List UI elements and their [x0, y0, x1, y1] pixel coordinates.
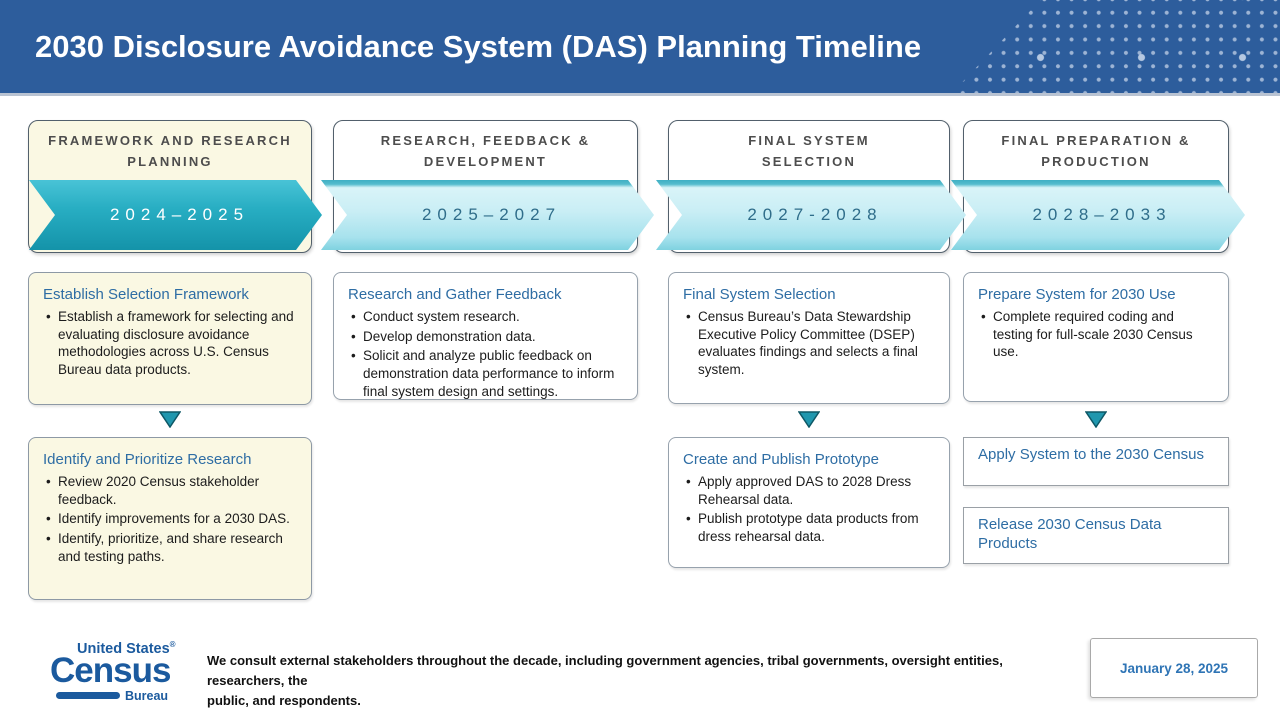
task-heading: Establish Selection Framework: [43, 286, 249, 303]
task-heading: Apply System to the 2030 Census: [978, 446, 1204, 463]
task-bullet: Apply approved DAS to 2028 Dress Rehears…: [683, 473, 935, 509]
task-box: Create and Publish Prototype Apply appro…: [668, 437, 950, 568]
logo-bar-decoration: [56, 692, 120, 700]
task-heading: Prepare System for 2030 Use: [978, 286, 1176, 303]
phase-title: RESEARCH, FEEDBACK & DEVELOPMENT: [380, 133, 591, 169]
task-bullets: Census Bureau’s Data Stewardship Executi…: [683, 308, 935, 379]
header-bar: 2030 Disclosure Avoidance System (DAS) P…: [0, 0, 1280, 96]
dot-pattern-decoration: [952, 0, 1280, 93]
task-bullet: Publish prototype data products from dre…: [683, 510, 935, 546]
timeline-column-selection: FINAL SYSTEM SELECTION 2027-2028 Final S…: [668, 120, 950, 660]
task-bullets: Conduct system research. Develop demonst…: [348, 308, 623, 401]
logo-united-states: United States®: [77, 640, 176, 657]
task-heading: Create and Publish Prototype: [683, 451, 879, 468]
phase-title: FRAMEWORK AND RESEARCH PLANNING: [48, 133, 292, 169]
phase-years: 2027-2028: [747, 205, 883, 224]
task-bullet: Identify, prioritize, and share research…: [43, 530, 297, 566]
slide-date: January 28, 2025: [1119, 660, 1229, 676]
phase-years: 2024–2025: [109, 205, 250, 224]
task-bullet: Solicit and analyze public feedback on d…: [348, 347, 623, 400]
task-bullets: Establish a framework for selecting and …: [43, 308, 297, 379]
registered-trademark-icon: ®: [169, 640, 176, 649]
stakeholder-note: We consult external stakeholders through…: [207, 653, 1003, 709]
task-heading: Release 2030 Census Data Products: [978, 516, 1162, 552]
task-box: Research and Gather Feedback Conduct sys…: [333, 272, 638, 400]
task-box: Prepare System for 2030 Use Complete req…: [963, 272, 1229, 402]
phase-years: 2025–2027: [421, 205, 562, 224]
task-bullet: Establish a framework for selecting and …: [43, 308, 297, 379]
task-box: Release 2030 Census Data Products: [963, 507, 1229, 564]
task-bullet: Census Bureau’s Data Stewardship Executi…: [683, 308, 935, 379]
date-box: January 28, 2025: [1090, 638, 1258, 698]
task-bullet: Identify improvements for a 2030 DAS.: [43, 510, 297, 528]
task-heading: Identify and Prioritize Research: [43, 451, 252, 468]
task-heading: Final System Selection: [683, 286, 836, 303]
phase-title: FINAL SYSTEM SELECTION: [748, 133, 870, 169]
phase-years: 2028–2033: [1032, 205, 1172, 224]
task-box: Identify and Prioritize Research Review …: [28, 437, 312, 600]
logo-bureau-row: Bureau: [56, 689, 178, 703]
census-bureau-logo: United States® Census Bureau: [50, 640, 178, 703]
task-box: Establish Selection Framework Establish …: [28, 272, 312, 405]
down-arrow-icon: [1085, 411, 1107, 428]
task-bullets: Review 2020 Census stakeholder feedback.…: [43, 473, 297, 566]
logo-bureau: Bureau: [125, 688, 169, 703]
timeline-column-framework: FRAMEWORK AND RESEARCH PLANNING 2024–202…: [28, 120, 312, 660]
timeline-arrow-current: 2024–2025: [29, 180, 322, 250]
page-title: 2030 Disclosure Avoidance System (DAS) P…: [35, 29, 922, 64]
task-bullet: Review 2020 Census stakeholder feedback.: [43, 473, 297, 509]
timeline-arrow: 2025–2027: [321, 180, 654, 250]
logo-census: Census: [50, 650, 171, 690]
task-bullet: Develop demonstration data.: [348, 328, 623, 346]
timeline-arrow: 2027-2028: [656, 180, 966, 250]
timeline-arrow: 2028–2033: [951, 180, 1245, 250]
task-box: Apply System to the 2030 Census: [963, 437, 1229, 486]
task-bullets: Apply approved DAS to 2028 Dress Rehears…: [683, 473, 935, 546]
task-box: Final System Selection Census Bureau’s D…: [668, 272, 950, 404]
down-arrow-icon: [798, 411, 820, 428]
timeline-column-research: RESEARCH, FEEDBACK & DEVELOPMENT 2025–20…: [333, 120, 638, 660]
down-arrow-icon: [159, 411, 181, 428]
task-bullet: Complete required coding and testing for…: [978, 308, 1214, 361]
task-heading: Research and Gather Feedback: [348, 286, 562, 303]
task-bullet: Conduct system research.: [348, 308, 623, 326]
task-bullets: Complete required coding and testing for…: [978, 308, 1214, 361]
timeline-column-production: FINAL PREPARATION & PRODUCTION 2028–2033…: [963, 120, 1229, 660]
phase-title: FINAL PREPARATION & PRODUCTION: [1001, 133, 1191, 169]
